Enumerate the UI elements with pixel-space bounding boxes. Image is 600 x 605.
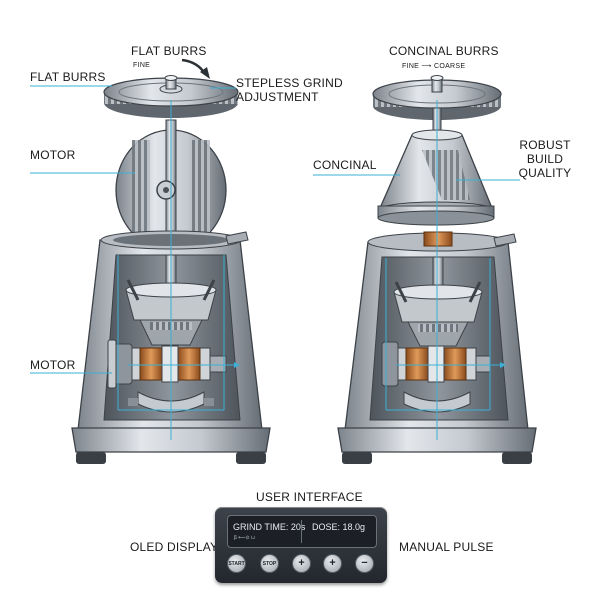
dose-readout: DOSE: 18.0g — [312, 522, 366, 532]
stepless-grind-label-line1: STEPLESS GRIND — [236, 76, 343, 90]
stop-button[interactable]: STOP — [260, 554, 279, 573]
conical-burr-motor — [381, 341, 491, 387]
user-interface-title: USER INTERFACE — [256, 490, 363, 504]
conical-burr-grinder — [337, 75, 537, 464]
oled-display-label: OLED DISPLAY — [130, 540, 219, 554]
conical-burr — [377, 129, 495, 226]
screen-divider — [301, 520, 302, 543]
robust-label-line3: QUALITY — [518, 166, 572, 180]
flat-burr-body — [71, 230, 271, 464]
robust-label-line1: ROBUST — [519, 138, 571, 152]
flat-burrs-side-label: FLAT BURRS — [30, 70, 106, 84]
fine-coarse-label: FINE ⟶ COARSE — [402, 63, 466, 70]
flat-burrs-title: FLAT BURRS — [131, 44, 207, 58]
fine-arrow-label: FINE — [133, 62, 151, 69]
leader-lines — [30, 85, 520, 440]
flat-burr-gear — [103, 75, 239, 118]
start-button[interactable]: START — [227, 554, 246, 573]
increase-dose-button[interactable]: + — [323, 554, 342, 573]
grind-time-readout: GRIND TIME: 20s — [233, 522, 306, 532]
conical-burrs-title: CONCINAL BURRS — [389, 44, 499, 58]
decrease-button[interactable]: − — [355, 554, 374, 573]
robust-label-line2: BUILD — [526, 152, 564, 166]
grind-time-subline: β ⟵⊙ ⊔ — [234, 535, 255, 541]
increase-time-button[interactable]: + — [292, 554, 311, 573]
stepless-grind-label-line2: ADJUSTMENT — [236, 90, 319, 104]
control-panel: GRIND TIME: 20s β ⟵⊙ ⊔ DOSE: 18.0g START… — [215, 507, 387, 583]
conical-label: CONCINAL — [313, 158, 377, 172]
manual-pulse-label: MANUAL PULSE — [399, 540, 494, 554]
motor-label-upper: MOTOR — [30, 148, 76, 162]
oled-screen: GRIND TIME: 20s β ⟵⊙ ⊔ DOSE: 18.0g — [227, 515, 377, 548]
motor-label-lower: MOTOR — [30, 358, 76, 372]
